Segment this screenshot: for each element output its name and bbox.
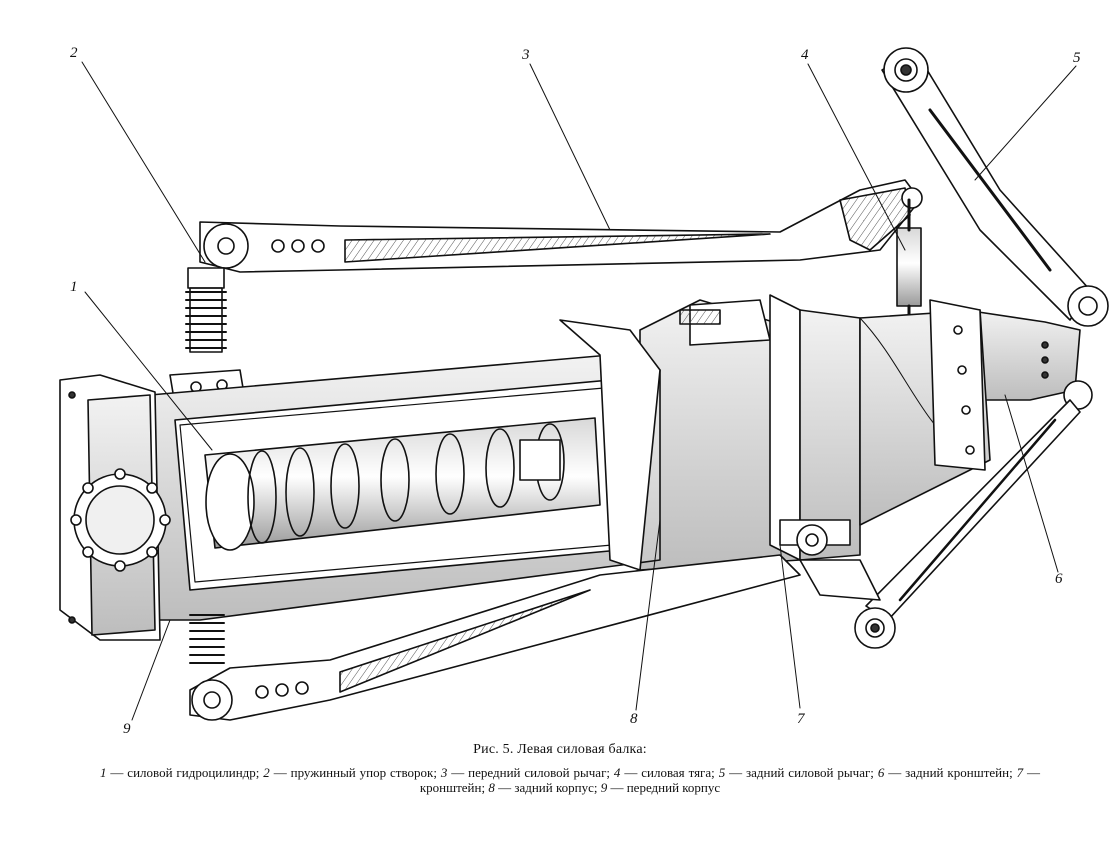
front-power-lever	[199, 179, 923, 273]
callout-label-3: 3	[521, 47, 530, 63]
legend-text: — задний корпус;	[494, 780, 601, 795]
caption-title: Рис. 5. Левая силовая балка:	[473, 742, 647, 757]
legend-number: 8	[488, 780, 495, 795]
power-hydraulic-cylinder	[204, 417, 601, 551]
legend-number: 7	[1016, 765, 1024, 780]
power-beam-illustration: 1 2 3 4 5 6 7 8 9	[59, 45, 1109, 737]
legend-text: — задний кронштейн;	[884, 765, 1017, 780]
legend-item: 3 — передний силовой рычаг;	[441, 765, 614, 780]
rear-power-lever	[881, 47, 1109, 327]
callout-label-7: 7	[797, 711, 806, 727]
lower-front-lever	[189, 554, 801, 721]
callout-label-6: 6	[1055, 571, 1063, 587]
legend-text: — передний силовой рычаг;	[447, 765, 614, 780]
legend-number: 9	[600, 780, 608, 795]
legend-item: 8 — задний корпус;	[488, 780, 600, 795]
legend-text: — передний корпус	[607, 780, 721, 795]
legend-number: 2	[263, 765, 270, 780]
legend-number: 6	[877, 765, 885, 780]
legend-number: 3	[440, 765, 448, 780]
legend-item: 4 — силовая тяга;	[614, 765, 719, 780]
rear-bracket	[854, 309, 1093, 649]
legend-text: — силовая тяга;	[620, 765, 719, 780]
callout-label-8: 8	[630, 711, 638, 727]
legend-number: 1	[100, 765, 107, 780]
legend-text: — кронштейн;	[419, 765, 1040, 795]
callout-leaders	[81, 61, 1077, 721]
rear-housing	[639, 299, 801, 571]
spring-stop	[169, 267, 246, 406]
legend-number: 4	[613, 765, 621, 780]
caption-legend: 1 — силовой гидроцилиндр; 2 — пружинный …	[60, 765, 1060, 795]
rear-cone	[859, 299, 991, 526]
legend-item: 5 — задний силовой рычаг;	[719, 765, 878, 780]
figure-caption: Рис. 5. Левая силовая балка: 1 — силовой…	[60, 742, 1060, 795]
legend-item: 9 — передний корпус	[601, 780, 720, 795]
power-rod	[896, 198, 922, 324]
bracket-frame	[769, 294, 881, 601]
legend-item: 1 — силовой гидроцилиндр;	[100, 765, 263, 780]
legend-number: 5	[718, 765, 726, 780]
callout-label-9: 9	[123, 721, 131, 737]
callout-label-1: 1	[70, 279, 78, 295]
legend-item: 6 — задний кронштейн;	[878, 765, 1017, 780]
legend-text: — пружинный упор створок;	[269, 765, 441, 780]
callout-label-4: 4	[801, 47, 809, 63]
legend-item: 2 — пружинный упор створок;	[263, 765, 441, 780]
front-flange	[59, 374, 171, 641]
callout-label-2: 2	[70, 45, 78, 61]
callout-label-5: 5	[1073, 50, 1081, 66]
legend-item: 7 — кронштейн;	[420, 765, 1040, 795]
legend-text: — задний силовой рычаг;	[725, 765, 878, 780]
legend-text: — силовой гидроцилиндр;	[106, 765, 264, 780]
